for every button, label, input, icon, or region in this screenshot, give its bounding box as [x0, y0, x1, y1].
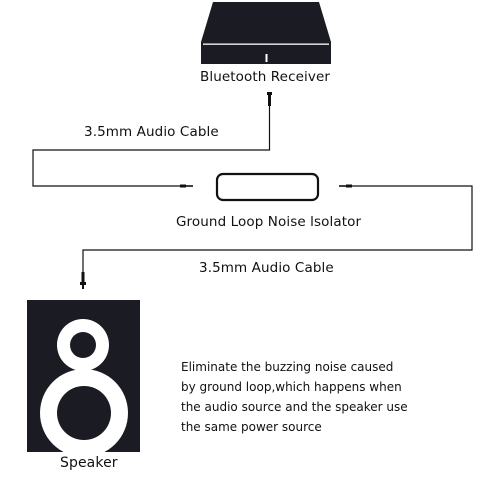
description-line: the same power source [181, 420, 322, 434]
speaker-icon [27, 300, 140, 457]
description-text: Eliminate the buzzing noise caused by gr… [181, 357, 408, 437]
bottom-audio-cable [80, 184, 473, 289]
noise-isolator-icon [215, 172, 320, 202]
noise-isolator-label: Ground Loop Noise lsolator [176, 214, 362, 230]
bluetooth-receiver-label: Bluetooth Receiver [199, 69, 331, 85]
description-line: Eliminate the buzzing noise caused [181, 360, 394, 374]
top-cable-label: 3.5mm Audio Cable [84, 124, 219, 140]
bluetooth-receiver-icon [201, 2, 331, 64]
speaker-label: Speaker [60, 455, 118, 471]
top-audio-cable [32, 92, 272, 188]
description-line: the audio source and the speaker use [181, 400, 408, 414]
description-line: by ground loop,which happens when [181, 380, 402, 394]
bottom-cable-label: 3.5mm Audio Cable [199, 260, 334, 276]
